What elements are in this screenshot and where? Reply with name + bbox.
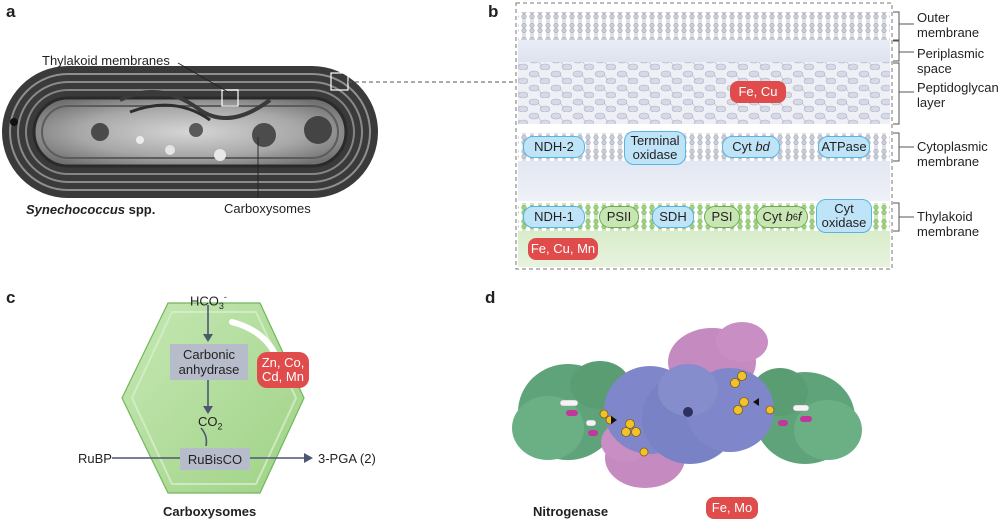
layer-line2: membrane bbox=[917, 25, 980, 40]
box-rubisco: RuBisCO bbox=[180, 448, 250, 470]
layer-line2: space bbox=[917, 61, 952, 76]
protein-sdh: SDH bbox=[652, 206, 694, 228]
label-carboxysomes-a: Carboxysomes bbox=[224, 201, 311, 216]
protein-line2: oxidase bbox=[632, 147, 678, 162]
metal-line1: Zn, Co, bbox=[261, 355, 305, 370]
panel-a-letter: a bbox=[6, 2, 16, 21]
protein-atpase: ATPase bbox=[818, 136, 870, 158]
layer-label-thylakoid: Thylakoid membrane bbox=[917, 209, 979, 239]
species-italic: Synechococcus bbox=[26, 202, 125, 217]
protein-psii: PSII bbox=[599, 206, 639, 228]
carbonic-line1: Carbonic bbox=[182, 347, 236, 362]
layer-line1: Periplasmic bbox=[917, 46, 985, 61]
metal-badge-carboxysome: Zn, Co, Cd, Mn bbox=[257, 352, 309, 388]
layer-line1: Peptidoglycan bbox=[917, 80, 999, 95]
layer-line2: membrane bbox=[917, 154, 980, 169]
hco3-base: HCO bbox=[190, 293, 219, 309]
cyt-b6f-f: f bbox=[797, 209, 802, 224]
layer-label-periplasmic: Periplasmic space bbox=[917, 46, 984, 76]
label-co2: CO2 bbox=[198, 414, 223, 435]
panel-b-letter: b bbox=[488, 2, 499, 21]
layer-line2: membrane bbox=[917, 224, 980, 239]
layer-label-cytoplasmic: Cytoplasmic membrane bbox=[917, 139, 988, 169]
caption-carboxysomes: Carboxysomes bbox=[163, 504, 257, 519]
layer-line1: Thylakoid bbox=[917, 209, 973, 224]
protein-ndh2: NDH-2 bbox=[523, 136, 585, 158]
panel-d-letter: d bbox=[485, 288, 496, 307]
label-thylakoid-membranes: Thylakoid membranes bbox=[42, 53, 170, 68]
layer-line1: Cytoplasmic bbox=[917, 139, 988, 154]
hco3-sup: - bbox=[223, 292, 227, 302]
metal-badge-thylakoid: Fe, Cu, Mn bbox=[528, 238, 598, 260]
carbonic-line2: anhydrase bbox=[178, 362, 240, 377]
cyt-bd-main: Cyt bbox=[732, 139, 756, 154]
cyt-b6f-sub: 6 bbox=[792, 212, 798, 222]
box-carbonic-anhydrase: Carbonic anhydrase bbox=[170, 344, 248, 380]
protein-cyt-bd: Cyt bd bbox=[722, 136, 780, 158]
layer-label-peptidoglycan: Peptidoglycan layer bbox=[917, 80, 999, 110]
hco3-sub: 3 bbox=[218, 300, 224, 311]
nitrogenase-structure bbox=[512, 322, 862, 488]
protein-line1: Cyt bbox=[834, 201, 854, 216]
label-hco3: HCO3- bbox=[190, 290, 227, 314]
metal-line2: Cd, Mn bbox=[262, 369, 304, 384]
cyt-b6f-b: b bbox=[785, 209, 793, 224]
species-suffix: spp. bbox=[125, 202, 156, 217]
species-label: Synechococcus spp. bbox=[26, 202, 155, 217]
cyt-bd-italic: bd bbox=[755, 139, 770, 154]
co2-base: CO bbox=[198, 414, 218, 429]
protein-cyt-oxidase: Cyt oxidase bbox=[816, 199, 872, 233]
metal-badge-periplasm: Fe, Cu bbox=[730, 81, 786, 103]
protein-line1: Terminal bbox=[630, 133, 680, 148]
label-rubp: RuBP bbox=[78, 451, 112, 466]
panel-c-letter: c bbox=[6, 288, 16, 307]
protein-psi: PSI bbox=[704, 206, 740, 228]
protein-ndh1: NDH-1 bbox=[523, 206, 585, 228]
caption-nitrogenase: Nitrogenase bbox=[533, 504, 609, 519]
metal-badge-nitrogenase: Fe, Mo bbox=[706, 497, 758, 519]
layer-line2: layer bbox=[917, 95, 946, 110]
protein-terminal-oxidase: Terminal oxidase bbox=[624, 131, 686, 165]
cyt-b6f-pre: Cyt bbox=[762, 209, 786, 224]
layer-label-outer: Outer membrane bbox=[917, 10, 979, 40]
label-3pga: 3-PGA (2) bbox=[318, 451, 376, 466]
co2-sub: 2 bbox=[217, 421, 223, 432]
protein-line2: oxidase bbox=[821, 215, 867, 230]
layer-line1: Outer bbox=[917, 10, 950, 25]
